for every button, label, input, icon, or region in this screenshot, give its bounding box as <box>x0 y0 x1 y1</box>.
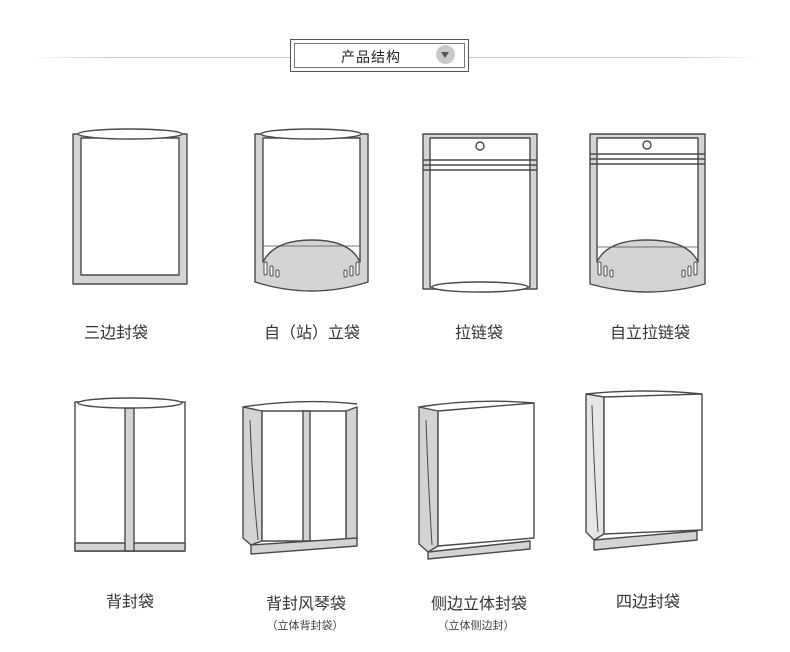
chevron-down-icon <box>436 45 455 64</box>
product-name: 自（站）立袋 <box>263 323 360 342</box>
stand-up-pouch-illustration <box>254 128 369 292</box>
four-side-seal-bag-illustration <box>585 390 703 551</box>
product-name: 自立拉链袋 <box>609 323 690 342</box>
product-name: 三边封袋 <box>83 323 148 342</box>
product-name: 侧边立体封袋 <box>430 594 527 613</box>
product-name: 背封风琴袋 <box>265 594 346 613</box>
product-name: 四边封袋 <box>615 592 680 611</box>
section-header: 产品结构 <box>290 39 469 72</box>
stand-up-zipper-pouch-illustration <box>589 133 706 293</box>
back-seal-bag-illustration <box>74 397 186 552</box>
section-title: 产品结构 <box>341 50 401 66</box>
zipper-bag-illustration <box>422 133 538 293</box>
side-gusset-bag-illustration <box>418 400 535 560</box>
back-seal-gusset-bag-illustration <box>242 400 358 555</box>
product-note: （立体背封袋） <box>266 619 344 632</box>
product-name: 背封袋 <box>105 592 154 611</box>
three-side-seal-bag-illustration <box>72 128 188 285</box>
product-name: 拉链袋 <box>454 323 503 342</box>
product-note: （立体侧边封） <box>437 619 515 632</box>
section-header-inner-border <box>294 43 465 68</box>
